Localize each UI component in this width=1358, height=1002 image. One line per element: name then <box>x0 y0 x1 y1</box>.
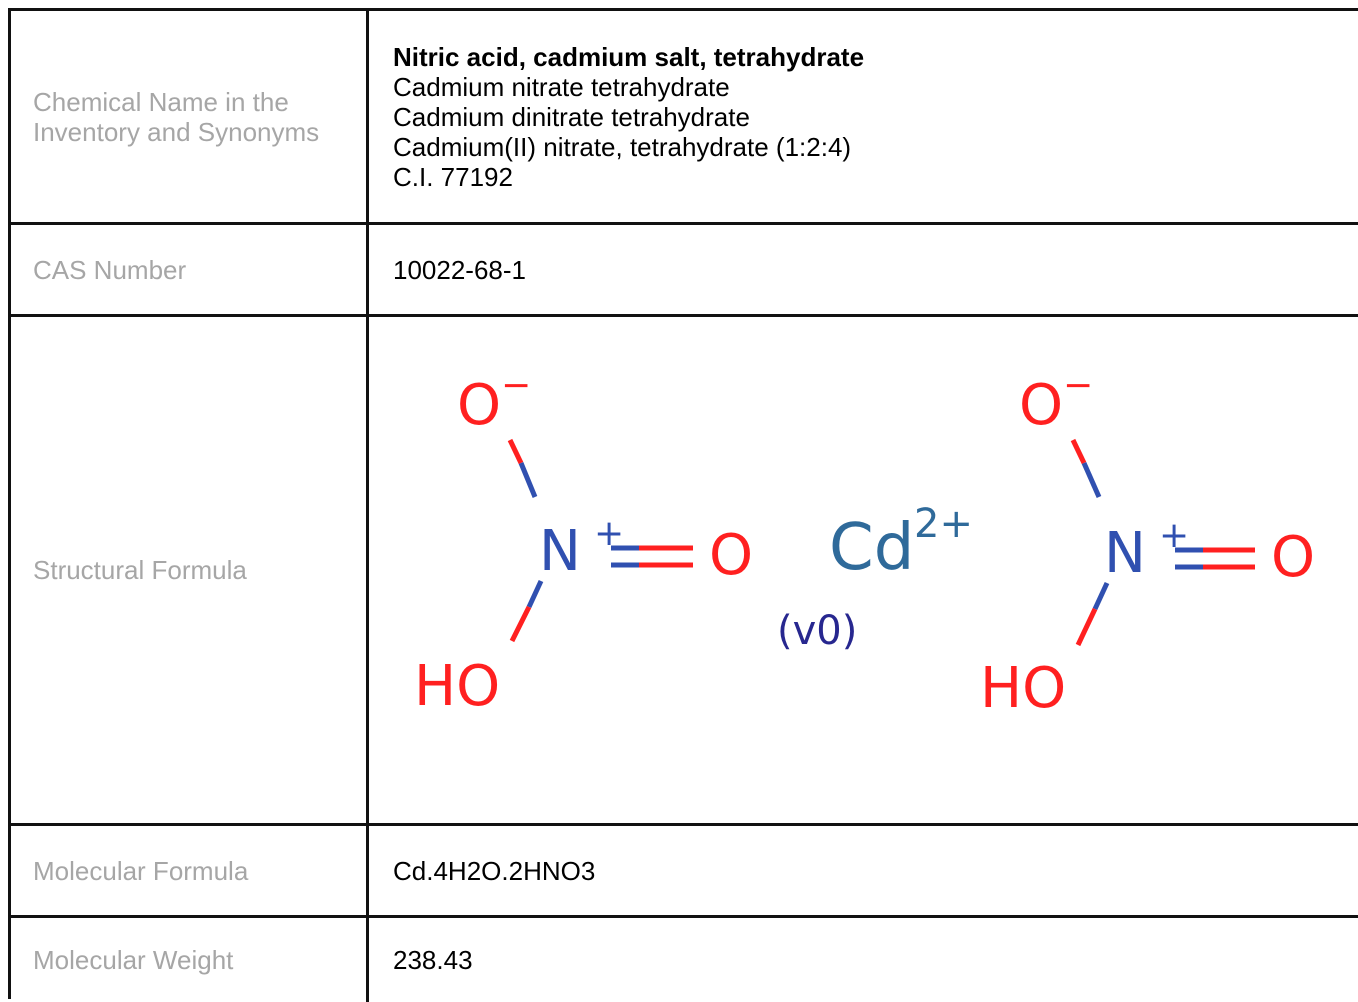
atom-ho-left: HO <box>414 654 500 719</box>
value-cas-number: 10022-68-1 <box>393 254 526 285</box>
atom-o-double-left: O <box>709 523 753 588</box>
nitrate-right: O − N + O HO <box>980 365 1315 721</box>
label-structural-formula: Structural Formula <box>11 317 369 823</box>
primary-name: Nitric acid, cadmium salt, tetrahydrate <box>393 41 865 72</box>
value-molecular-formula: Cd.4H2O.2HNO3 <box>393 855 596 886</box>
atom-ho-right: HO <box>980 656 1066 721</box>
bond-n-oh-left-blue <box>526 579 544 609</box>
charge-minus-left: − <box>501 365 531 406</box>
atom-o-minus-left: O <box>457 373 501 438</box>
bond-n-oh-left-red <box>509 605 532 643</box>
bond-n-oh-right-blue <box>1092 581 1110 611</box>
bond-o-n-left-blue <box>518 462 538 498</box>
synonym-item: Cadmium dinitrate tetrahydrate <box>393 101 750 132</box>
label-molecular-weight: Molecular Weight <box>11 918 369 1002</box>
label-molecular-formula: Molecular Formula <box>11 826 369 915</box>
value-molecular-weight: 238.43 <box>393 945 473 975</box>
valence-annotation: (v0) <box>777 608 857 654</box>
atom-cd: Cd <box>829 511 914 585</box>
bond-o-n-left-red <box>507 438 524 465</box>
bond-o-n-right-blue <box>1081 461 1102 499</box>
bond-n-oh-right-red <box>1075 607 1098 647</box>
row-structural-formula: Structural Formula O − N + O <box>11 317 1358 826</box>
atom-o-minus-right: O <box>1019 373 1063 438</box>
synonym-item: Cadmium(II) nitrate, tetrahydrate (1:2:4… <box>393 131 852 162</box>
charge-minus-right: − <box>1063 365 1093 406</box>
charge-cd: 2+ <box>914 501 973 547</box>
structure-diagram: O − N + O HO Cd <box>414 365 1315 721</box>
nitrate-left: O − N + O HO <box>414 365 753 719</box>
label-cas-number: CAS Number <box>11 225 369 314</box>
label-chemical-names: Chemical Name in the Inventory and Synon… <box>11 11 369 222</box>
cadmium-ion: Cd 2+ (v0) <box>777 501 973 654</box>
row-chemical-names: Chemical Name in the Inventory and Synon… <box>11 11 1358 225</box>
atom-n-right: N <box>1104 521 1146 586</box>
atom-o-double-right: O <box>1271 525 1315 590</box>
synonym-list: Nitric acid, cadmium salt, tetrahydrate … <box>393 42 864 192</box>
atom-n-left: N <box>539 519 581 584</box>
value-structural-formula: O − N + O HO Cd <box>369 317 1358 823</box>
row-molecular-formula: Molecular Formula Cd.4H2O.2HNO3 <box>11 826 1358 918</box>
bond-o-n-right-red <box>1070 438 1087 465</box>
synonym-item: Cadmium nitrate tetrahydrate <box>393 71 730 102</box>
substance-table: Chemical Name in the Inventory and Synon… <box>8 8 1358 1002</box>
synonym-item: C.I. 77192 <box>393 161 513 192</box>
row-molecular-weight: Molecular Weight 238.43 <box>11 918 1358 1002</box>
value-chemical-names: Nitric acid, cadmium salt, tetrahydrate … <box>369 11 1358 222</box>
row-cas-number: CAS Number 10022-68-1 <box>11 225 1358 317</box>
